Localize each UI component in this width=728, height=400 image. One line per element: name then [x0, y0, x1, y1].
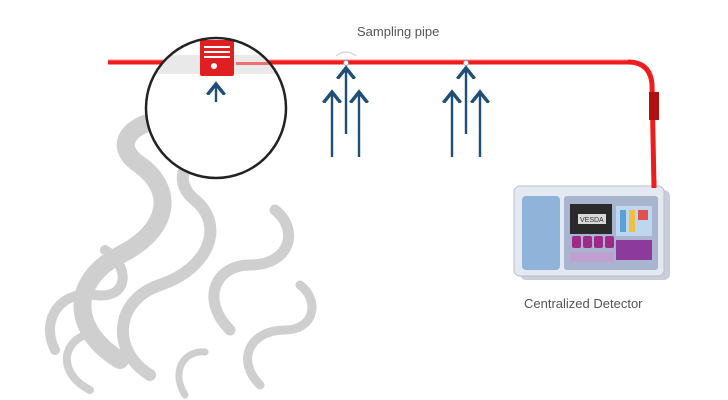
smoke-plume-icon — [45, 109, 317, 399]
sampling-pipe-label: Sampling pipe — [357, 24, 440, 39]
detector-display-text: VESDA — [580, 217, 604, 224]
pipe-fitting — [649, 92, 659, 120]
airflow-arrows — [216, 68, 480, 157]
detector-unit-icon — [513, 185, 670, 280]
sampling-holes — [335, 51, 469, 66]
magnifier-circle-icon — [144, 36, 288, 180]
centralized-detector-label: Centralized Detector — [524, 296, 643, 311]
detector-side-panel — [522, 196, 560, 270]
